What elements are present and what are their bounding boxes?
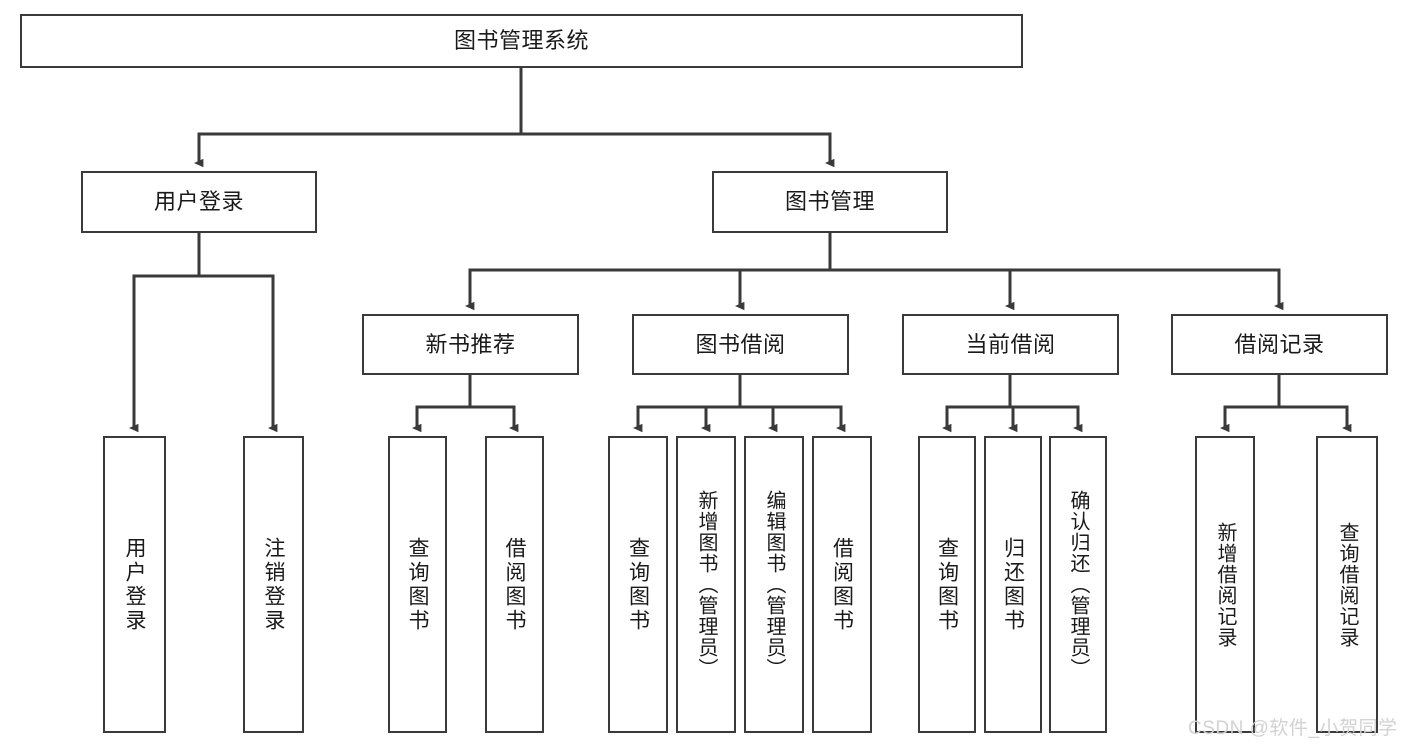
leaf-query-book-newbook[interactable]: 查询图书 <box>388 436 447 733</box>
node-label: 图书借阅 <box>695 331 786 357</box>
leaf-add-borrow-record[interactable]: 新增借阅记录 <box>1195 436 1255 733</box>
node-label: 新增图书（管理员） <box>695 490 717 679</box>
leaf-borrow-book-borrow[interactable]: 借阅图书 <box>812 436 872 733</box>
node-label: 图书管理 <box>784 189 875 215</box>
node-borrow-record[interactable]: 借阅记录 <box>1171 314 1388 375</box>
node-book-borrow[interactable]: 图书借阅 <box>632 314 849 375</box>
leaf-logout[interactable]: 注销登录 <box>243 436 304 733</box>
node-system-root[interactable]: 图书管理系统 <box>20 14 1023 68</box>
node-label: 归还图书 <box>1001 536 1025 633</box>
node-label: 用户登录 <box>153 189 244 215</box>
node-label: 查询图书 <box>406 536 429 633</box>
node-label: 借阅图书 <box>830 536 854 633</box>
leaf-return-book[interactable]: 归还图书 <box>984 436 1042 733</box>
node-new-book-recommend[interactable]: 新书推荐 <box>362 314 579 375</box>
node-user-login[interactable]: 用户登录 <box>81 171 317 233</box>
leaf-edit-book-admin[interactable]: 编辑图书（管理员） <box>744 436 804 733</box>
node-label: 图书管理系统 <box>453 28 589 54</box>
leaf-query-book-borrow[interactable]: 查询图书 <box>608 436 668 733</box>
node-label: 查询图书 <box>935 536 959 633</box>
node-current-borrow[interactable]: 当前借阅 <box>902 314 1119 375</box>
node-label: 查询借阅记录 <box>1336 521 1358 648</box>
node-label: 借阅图书 <box>503 536 526 633</box>
node-label: 借阅记录 <box>1234 331 1325 357</box>
node-label: 新增借阅记录 <box>1214 521 1236 648</box>
node-label: 确认归还（管理员） <box>1067 490 1089 679</box>
node-label: 用户登录 <box>123 536 146 633</box>
node-label: 新书推荐 <box>425 331 516 357</box>
leaf-query-book-current[interactable]: 查询图书 <box>918 436 976 733</box>
leaf-add-book-admin[interactable]: 新增图书（管理员） <box>676 436 736 733</box>
leaf-query-borrow-record[interactable]: 查询借阅记录 <box>1316 436 1378 733</box>
leaf-borrow-book-newbook[interactable]: 借阅图书 <box>485 436 544 733</box>
node-book-management[interactable]: 图书管理 <box>712 171 948 233</box>
node-label: 注销登录 <box>262 536 285 633</box>
node-label: 查询图书 <box>626 536 650 633</box>
leaf-confirm-return-admin[interactable]: 确认归还（管理员） <box>1049 436 1107 733</box>
leaf-user-login[interactable]: 用户登录 <box>103 436 166 733</box>
node-label: 编辑图书（管理员） <box>763 490 785 679</box>
node-label: 当前借阅 <box>965 331 1056 357</box>
